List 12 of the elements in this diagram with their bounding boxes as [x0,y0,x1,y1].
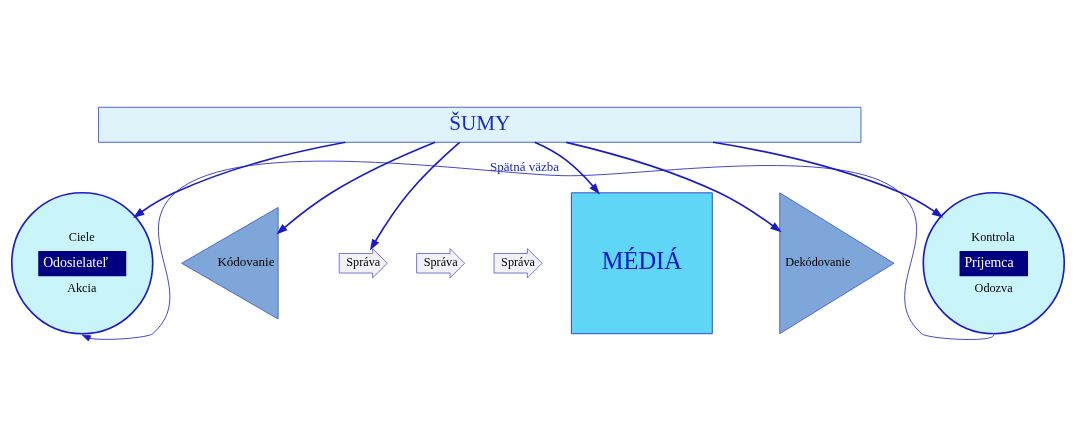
arrow [276,141,436,234]
arrow [81,160,995,341]
arrow [533,141,600,194]
node-box: MÉDIÁ [571,191,713,334]
node-circle: Ciele Odosielateľ Akcia [10,191,154,335]
node-circle: Kontrola Príjemca Odozva [922,191,1066,335]
arrow [369,141,461,251]
arrow [132,141,347,218]
arrow [712,141,944,218]
node-box: ŠUMY [98,106,862,143]
edge-label: Spätná väzba [490,158,560,174]
arrow [565,141,782,232]
